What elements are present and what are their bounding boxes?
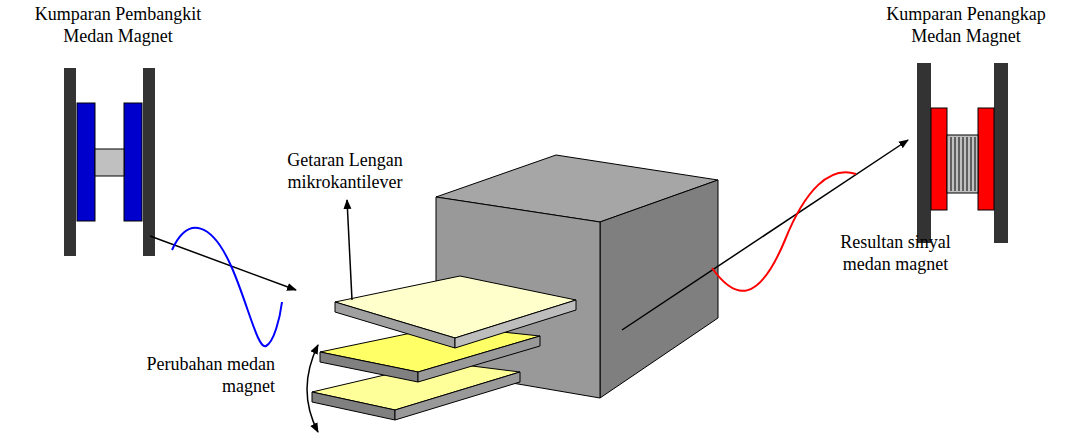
coil-winding (978, 108, 994, 210)
plate-edge (312, 392, 395, 420)
resultant-wave (712, 172, 856, 291)
base-side (600, 180, 718, 398)
winding-stroke (971, 137, 972, 191)
winding-stroke (959, 137, 960, 191)
winding-stroke (955, 137, 956, 191)
winding-stroke (975, 137, 976, 191)
coil-winding (124, 103, 142, 221)
generator-coil (64, 68, 155, 256)
leader-line (347, 200, 352, 300)
field-arrow (150, 236, 296, 290)
plate-edge (320, 352, 418, 382)
pickup-coil (917, 63, 1008, 243)
coil-core (95, 149, 124, 176)
core-windings (951, 137, 975, 191)
vibration-arrow (307, 345, 318, 432)
coil-flange (994, 63, 1008, 243)
winding-stroke (963, 137, 964, 191)
coil-flange (917, 63, 931, 243)
winding-stroke (951, 137, 952, 191)
winding-stroke (967, 137, 968, 191)
text-label: Resultan sinyal medan magnet (828, 232, 963, 275)
plate-edge (335, 302, 455, 348)
text-label: Kumparan Penangkap Medan Magnet (862, 4, 1070, 47)
cantilever-plate (335, 276, 576, 338)
coil-flange (143, 68, 155, 256)
plate-edge (455, 300, 576, 348)
coil-winding (77, 103, 95, 221)
text-label: Kumparan Pembangkit Medan Magnet (18, 4, 218, 47)
coil-core (947, 135, 978, 193)
field-wave (172, 228, 282, 346)
text-label: Perubahan medan magnet (135, 354, 275, 397)
text-label: Getaran Lengan mikrokantilever (275, 150, 415, 193)
coil-winding (931, 108, 947, 210)
coil-flange (64, 68, 76, 256)
